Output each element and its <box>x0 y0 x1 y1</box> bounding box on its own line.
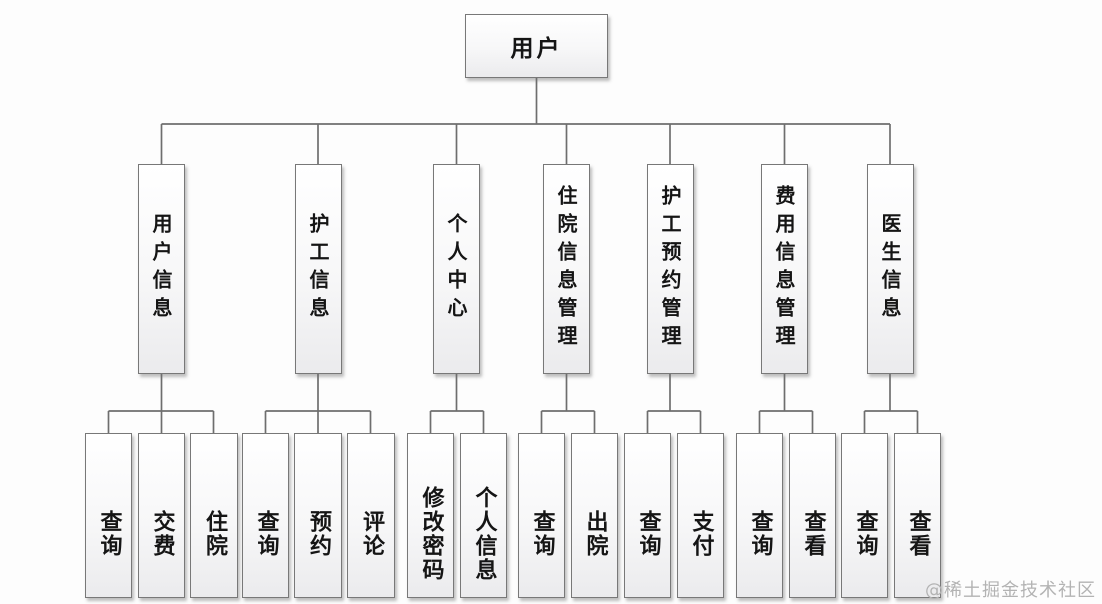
node-label: 查看 <box>800 510 826 558</box>
node-caregiver-appointment-management: 护工预约管理 <box>647 164 694 374</box>
leaf-doctor-query: 查询 <box>841 433 888 598</box>
leaf-personal-info: 个人信息 <box>460 433 507 598</box>
leaf-fee-view: 查看 <box>789 433 836 598</box>
node-user-info: 用户信息 <box>138 164 185 374</box>
node-label: 个人中心 <box>444 213 468 325</box>
leaf-user-info-pay-fee: 交费 <box>138 433 185 598</box>
leaf-hospitalization-query: 查询 <box>518 433 565 598</box>
leaf-doctor-view: 查看 <box>894 433 941 598</box>
leaf-user-info-query: 查询 <box>85 433 132 598</box>
node-hospitalization-info-management: 住院信息管理 <box>543 164 590 374</box>
node-label: 修改密码 <box>418 486 444 582</box>
node-label: 交费 <box>149 510 175 558</box>
leaf-fee-query: 查询 <box>736 433 783 598</box>
node-label: 查询 <box>635 510 661 558</box>
node-label: 查询 <box>852 510 878 558</box>
node-user: 用户 <box>465 14 608 78</box>
node-label: 预约 <box>306 510 331 558</box>
leaf-discharge: 出院 <box>571 433 618 598</box>
leaf-caregiver-query: 查询 <box>242 433 289 598</box>
node-label: 查询 <box>96 510 122 558</box>
node-label: 评论 <box>359 510 384 558</box>
leaf-appointment-query: 查询 <box>624 433 671 598</box>
node-fee-info-management: 费用信息管理 <box>761 164 808 374</box>
node-label: 查询 <box>747 510 773 558</box>
node-doctor-info: 医生信息 <box>867 164 914 374</box>
node-label: 医生信息 <box>878 213 902 325</box>
leaf-appointment-pay: 支付 <box>677 433 724 598</box>
leaf-caregiver-book: 预约 <box>294 433 342 598</box>
node-label: 住院信息管理 <box>554 185 578 353</box>
node-label: 费用信息管理 <box>772 185 796 353</box>
node-label: 支付 <box>688 510 714 558</box>
node-label: 查询 <box>529 510 555 558</box>
leaf-caregiver-comment: 评论 <box>347 433 395 598</box>
node-label: 护工信息 <box>306 213 330 325</box>
node-caregiver-info: 护工信息 <box>295 164 342 374</box>
node-label: 个人信息 <box>471 486 497 582</box>
node-label: 住院 <box>202 510 227 558</box>
node-label: 查看 <box>905 510 931 558</box>
node-label: 查询 <box>253 510 279 558</box>
node-label: 护工预约管理 <box>658 185 682 353</box>
node-personal-center: 个人中心 <box>433 164 480 374</box>
leaf-user-info-hospitalize: 住院 <box>190 433 238 598</box>
watermark: @稀土掘金技术社区 <box>925 580 1096 601</box>
node-label: 出院 <box>582 510 608 558</box>
node-label: 用户信息 <box>149 213 173 325</box>
node-label: 用户 <box>510 36 563 62</box>
leaf-change-password: 修改密码 <box>407 433 454 598</box>
